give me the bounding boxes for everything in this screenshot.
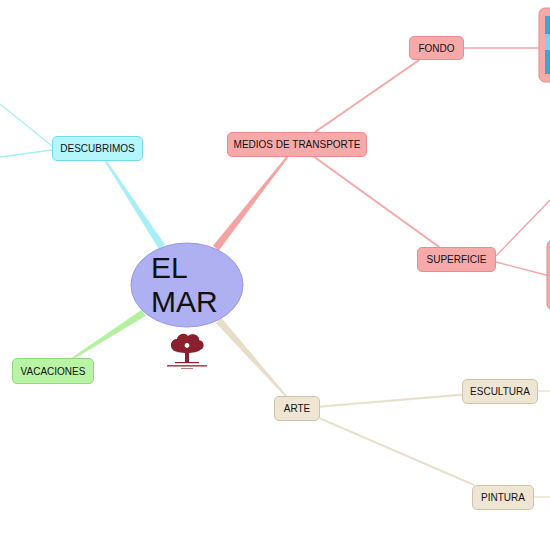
topic-box: DESCUBRIMOS <box>52 136 143 161</box>
cut-off-images <box>539 8 550 310</box>
branch-line <box>464 47 539 48</box>
logo-lettering <box>167 365 207 367</box>
branch-connector <box>73 310 146 359</box>
topic-label: FONDO <box>418 43 454 54</box>
topic-label: ARTE <box>284 403 311 414</box>
subtopic-box: PINTURA <box>472 485 534 510</box>
subtopic-box: SUPERFICIE <box>417 247 496 272</box>
topic-box: VACACIONES <box>12 358 94 384</box>
central-label: EL MAR <box>151 251 223 320</box>
subtopic-box: FONDO <box>409 36 464 60</box>
topic-box: ARTE <box>274 396 320 421</box>
branch-connector <box>216 318 286 396</box>
topic-label: SUPERFICIE <box>426 254 486 265</box>
branch-connector <box>320 394 462 407</box>
logo-rule <box>175 362 199 363</box>
branch-line <box>538 390 550 391</box>
image-frame <box>539 8 550 82</box>
central-topic: EL MAR <box>130 242 244 328</box>
branch-line <box>0 150 52 157</box>
ellipse-shape <box>131 243 243 327</box>
branch-line <box>534 496 550 497</box>
topic-label: VACACIONES <box>21 366 86 377</box>
sea-photo <box>545 16 550 74</box>
topic-label: MEDIOS DE TRANSPORTE <box>234 139 361 150</box>
topic-label: ESCULTURA <box>470 386 530 397</box>
branch-connector <box>320 418 475 486</box>
topic-label: PINTURA <box>481 492 525 503</box>
logo-flame <box>185 343 190 348</box>
branch-line <box>0 104 52 146</box>
image-frame <box>547 240 550 310</box>
branch-connector <box>315 59 420 132</box>
tree-trunk <box>185 349 189 362</box>
topic-box: MEDIOS DE TRANSPORTE <box>227 132 367 157</box>
branch-connector <box>213 157 288 251</box>
school-logo <box>167 334 207 369</box>
topic-label: DESCUBRIMOS <box>60 143 134 154</box>
sea-photo <box>545 34 550 50</box>
branch-line <box>496 200 550 256</box>
branch-line <box>496 262 550 276</box>
branch-connector <box>105 161 165 249</box>
subtopic-box: ESCULTURA <box>462 379 538 404</box>
branch-connector <box>314 156 440 247</box>
logo-lettering <box>181 368 193 369</box>
connectors <box>73 59 475 485</box>
off-page-branches <box>0 48 550 497</box>
